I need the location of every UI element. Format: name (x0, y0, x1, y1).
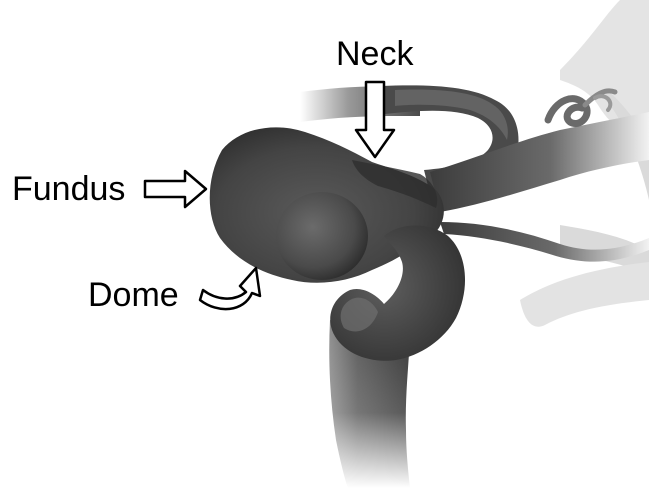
fundus-label: Fundus (12, 172, 125, 206)
curved-arrow-icon (200, 268, 260, 309)
aneurysm-dome (276, 192, 368, 280)
vessel-right (430, 112, 649, 212)
arrow-right-icon (145, 171, 206, 207)
dome-label: Dome (88, 278, 179, 312)
neck-label: Neck (336, 37, 413, 71)
